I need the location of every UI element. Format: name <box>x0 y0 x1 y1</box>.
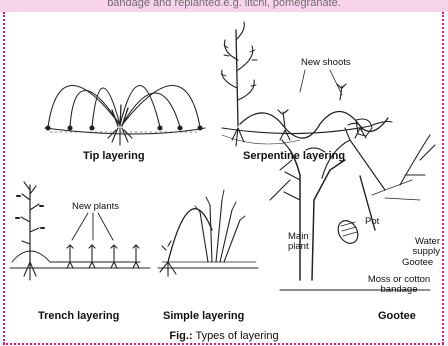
new-shoots-annotation: New shoots <box>301 58 351 68</box>
caption-prefix: Fig.: <box>169 330 192 342</box>
simple-layering-drawing <box>158 190 258 276</box>
main-plant-annotation: Main plant <box>288 232 316 252</box>
tip-layering-label: Tip layering <box>83 150 145 162</box>
serpentine-layering-drawing <box>221 22 392 146</box>
caption-text: Types of layering <box>193 330 279 342</box>
water-supply-annotation: Water supply <box>406 237 440 257</box>
gootee-label: Gootee <box>378 310 416 322</box>
pot-annotation: Pot <box>365 217 379 227</box>
tip-layering-drawing <box>45 85 205 145</box>
trench-layering-label: Trench layering <box>38 310 119 322</box>
trench-layering-drawing <box>10 182 150 280</box>
serpentine-layering-label: Serpentine layering <box>243 150 345 162</box>
new-plants-annotation: New plants <box>72 202 119 212</box>
moss-bandage-annotation: Moss or cotton bandage <box>360 275 438 295</box>
simple-layering-label: Simple layering <box>163 310 244 322</box>
figure-caption: Fig.: Types of layering <box>0 330 448 342</box>
gootee-annotation: Gootee <box>402 258 433 268</box>
